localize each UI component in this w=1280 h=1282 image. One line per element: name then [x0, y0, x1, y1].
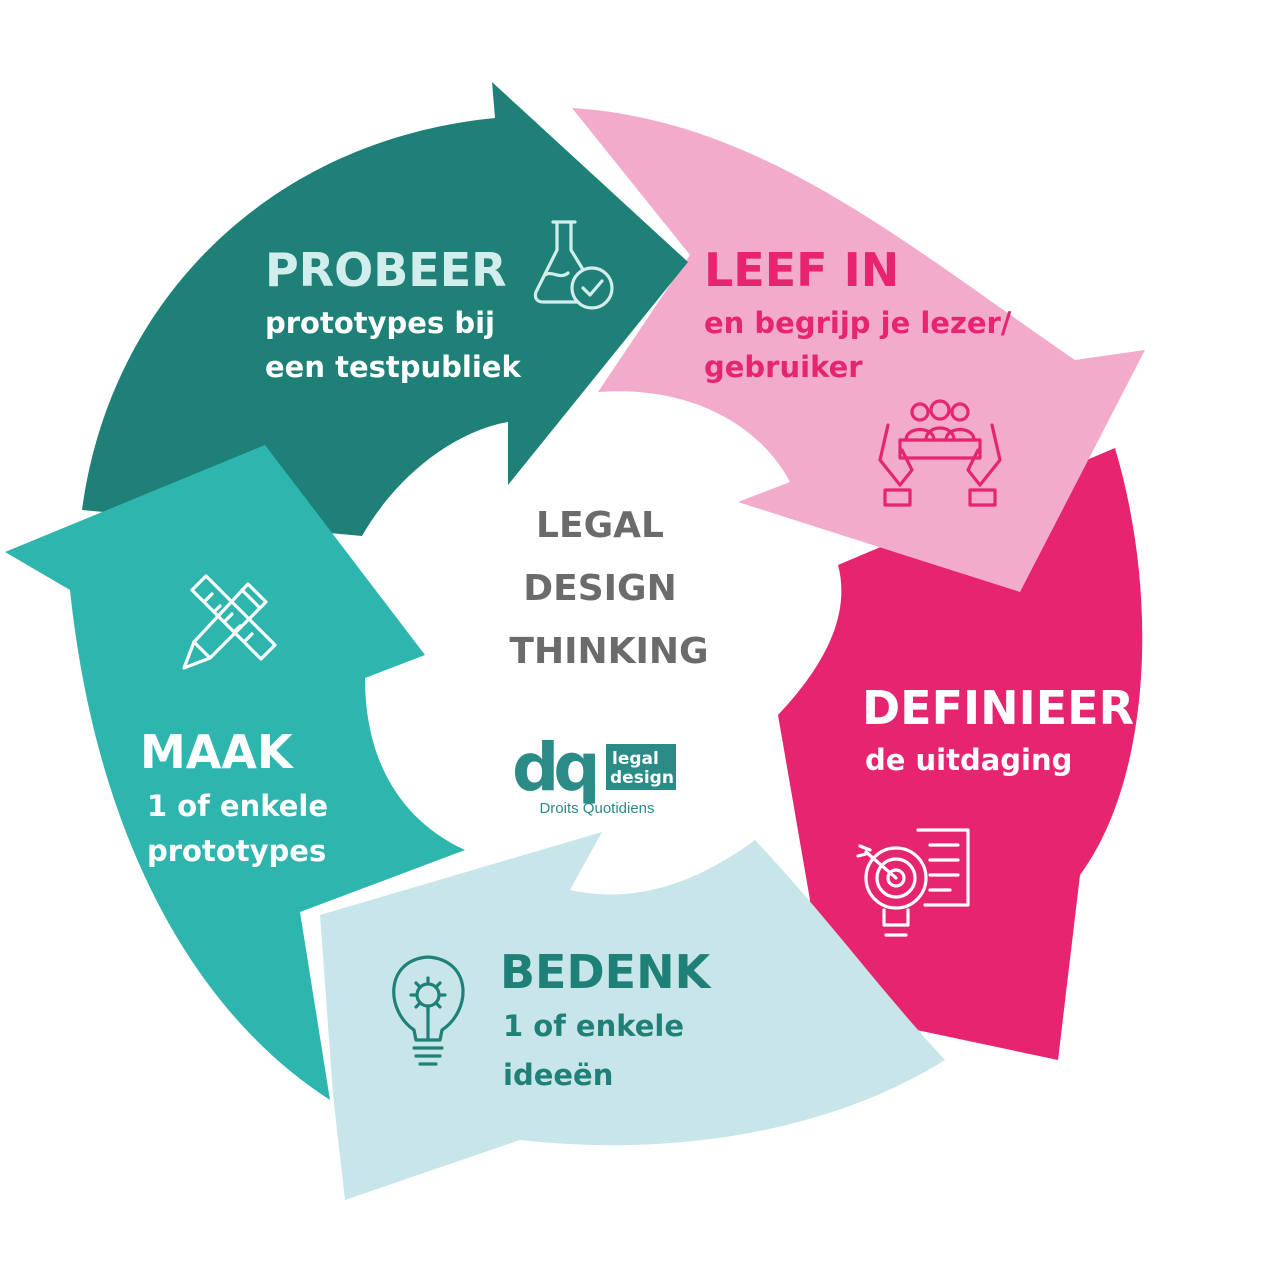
center-title-line2: DESIGN: [523, 568, 676, 609]
arrow-definieer: [775, 448, 1143, 1060]
leefin-line2: gebruiker: [704, 350, 863, 384]
logo-line1: legal: [612, 749, 659, 769]
definieer-line1: de uitdaging: [865, 743, 1072, 777]
bedenk-title: BEDENK: [500, 945, 713, 999]
arrow-probeer: [82, 82, 688, 536]
maak-line2: prototypes: [147, 834, 326, 868]
pencil-ruler-icon: [182, 574, 277, 670]
leefin-line1: en begrijp je lezer/: [704, 306, 1012, 340]
probeer-line1: prototypes bij: [265, 306, 495, 340]
probeer-line2: een testpubliek: [265, 350, 521, 384]
arrow-bedenk: [320, 832, 945, 1200]
center-title-line3: THINKING: [509, 631, 708, 672]
stage-probeer: PROBEER prototypes bij een testpubliek: [265, 220, 614, 384]
bedenk-line2: ideeën: [503, 1058, 613, 1092]
stage-maak: MAAK 1 of enkele prototypes: [140, 574, 328, 868]
stage-leefin: LEEF IN en begrijp je lezer/ gebruiker: [704, 243, 1012, 507]
lightbulb-icon: [392, 955, 465, 1066]
maak-title: MAAK: [140, 725, 295, 779]
center-title-line1: LEGAL: [536, 505, 664, 546]
leefin-title: LEEF IN: [704, 243, 899, 297]
stage-definieer: DEFINIEER de uitdaging: [856, 681, 1134, 937]
probeer-title: PROBEER: [265, 243, 507, 297]
definieer-title: DEFINIEER: [862, 681, 1134, 735]
maak-line1: 1 of enkele: [147, 789, 328, 823]
logo-mark: dq: [512, 729, 595, 806]
arrow-maak: [5, 445, 465, 1100]
droits-quotidiens-logo: dq legal design Droits Quotidiens: [512, 729, 676, 817]
arrow-leefin: [572, 108, 1145, 592]
bedenk-line1: 1 of enkele: [503, 1009, 684, 1043]
logo-tagline: Droits Quotidiens: [539, 800, 654, 817]
hands-people-icon: [878, 399, 1002, 507]
logo-line2: design: [610, 768, 674, 788]
stage-bedenk: BEDENK 1 of enkele ideeën: [392, 945, 713, 1092]
flask-check-icon: [533, 220, 614, 310]
target-bulb-document-icon: [856, 828, 970, 937]
